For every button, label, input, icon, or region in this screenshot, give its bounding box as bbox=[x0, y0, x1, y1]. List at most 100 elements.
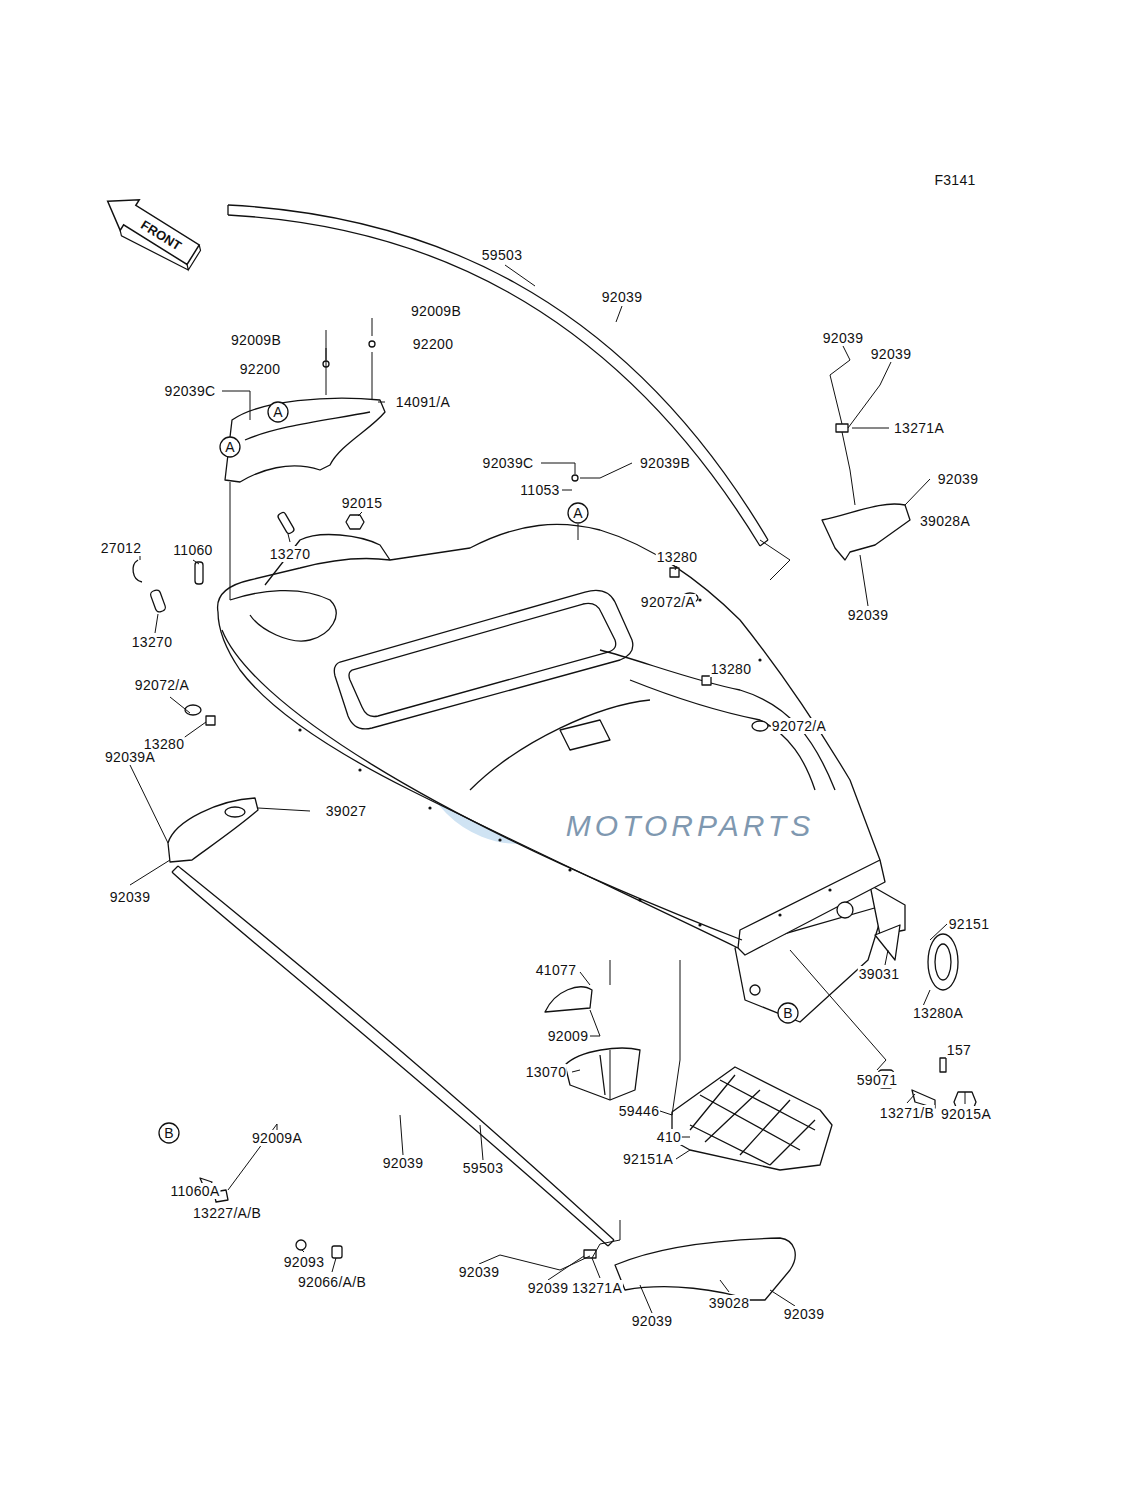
reference-circle: B bbox=[777, 1002, 799, 1024]
front-arrow: FRONT bbox=[95, 183, 205, 272]
leader-lines-part bbox=[720, 1280, 729, 1292]
leader-lines-part bbox=[590, 1010, 600, 1036]
parts-drawing bbox=[133, 341, 976, 1300]
parts-drawing-part bbox=[702, 676, 711, 685]
hull-drawing-part bbox=[349, 603, 616, 716]
leader-lines-part bbox=[480, 1125, 483, 1160]
callout-number: 92009 bbox=[547, 1028, 589, 1044]
callout-number: 92151A bbox=[622, 1151, 674, 1167]
hull-drawing-part bbox=[222, 630, 742, 940]
parts-drawing-part bbox=[836, 424, 848, 432]
leader-lines-part bbox=[592, 1220, 620, 1278]
callout-number: 92009B bbox=[410, 303, 462, 319]
callout-number: F3141 bbox=[933, 172, 976, 188]
callout-number: 92039 bbox=[783, 1306, 825, 1322]
gunwale-rails-part bbox=[228, 215, 760, 546]
callout-number: 11053 bbox=[519, 482, 560, 498]
parts-drawing-part bbox=[150, 589, 167, 613]
hull-rivets-part bbox=[568, 868, 571, 871]
leader-lines-part bbox=[302, 1250, 304, 1252]
leader-lines-part bbox=[326, 348, 372, 400]
callout-number: 27012 bbox=[100, 540, 142, 556]
callout-number: 92009B bbox=[230, 332, 282, 348]
circle-shape bbox=[220, 437, 240, 457]
reference-circle: A bbox=[267, 401, 289, 423]
circle-shape bbox=[159, 1123, 179, 1143]
callout-number: 92039 bbox=[382, 1155, 424, 1171]
hull-rivets bbox=[298, 598, 831, 926]
leader-lines-part bbox=[616, 306, 622, 322]
reference-circle: B bbox=[158, 1122, 180, 1144]
callout-number: 39027 bbox=[325, 803, 367, 819]
hull-rivets-part bbox=[358, 768, 361, 771]
leader-lines-part bbox=[907, 1094, 915, 1103]
leader-lines-part bbox=[572, 1070, 580, 1072]
leader-lines-part bbox=[885, 950, 888, 965]
parts-drawing-part bbox=[369, 341, 375, 347]
leader-lines-part bbox=[140, 556, 141, 560]
leader-lines-part bbox=[155, 614, 158, 633]
callout-number: 59503 bbox=[481, 247, 523, 263]
callout-number: 14091/A bbox=[395, 394, 451, 410]
reference-circle: A bbox=[567, 502, 589, 524]
hull-drawing-part bbox=[218, 524, 885, 955]
leader-lines-part bbox=[326, 318, 372, 360]
hull-rivets-part bbox=[778, 913, 781, 916]
callout-number: 410 bbox=[656, 1129, 682, 1145]
gunwale-rails-part bbox=[172, 872, 608, 1246]
hull-drawing-part bbox=[230, 591, 336, 641]
hull-rivets-part bbox=[638, 898, 641, 901]
callout-number: 59446 bbox=[618, 1103, 660, 1119]
leader-lines-part bbox=[965, 1092, 966, 1104]
parts-drawing-part bbox=[296, 1240, 306, 1250]
callout-number: 92200 bbox=[412, 336, 454, 352]
callout-number: 92200 bbox=[239, 361, 281, 377]
parts-drawing-part bbox=[168, 798, 258, 862]
callout-number: 92039 bbox=[822, 330, 864, 346]
leader-lines-part bbox=[830, 346, 850, 424]
callout-number: 39028A bbox=[919, 513, 971, 529]
parts-drawing-part bbox=[940, 1058, 946, 1072]
parts-drawing-part bbox=[565, 1048, 640, 1100]
leader-lines bbox=[130, 265, 965, 1313]
leader-lines-part bbox=[860, 555, 868, 606]
callout-number: 11060A bbox=[169, 1183, 220, 1199]
callout-number: 13227/A/B bbox=[192, 1205, 262, 1221]
callout-number: 11060 bbox=[172, 542, 213, 558]
leader-lines-part bbox=[770, 1290, 795, 1306]
parts-drawing-part bbox=[225, 398, 385, 482]
callout-number: 92151 bbox=[948, 916, 990, 932]
callout-number: 13271A bbox=[571, 1280, 623, 1296]
leader-lines-part bbox=[170, 697, 190, 713]
callout-number: 92009A bbox=[251, 1130, 303, 1146]
hull-rivets-part bbox=[698, 598, 701, 601]
hull-rivets-part bbox=[698, 923, 701, 926]
callout-number: 92015 bbox=[341, 495, 383, 511]
parts-drawing-part bbox=[332, 1246, 342, 1258]
leader-lines-part bbox=[580, 972, 590, 985]
hull-drawing-part bbox=[334, 590, 633, 728]
leader-lines-part bbox=[505, 265, 535, 286]
parts-drawing-part bbox=[545, 987, 592, 1012]
callout-number: 92039C bbox=[482, 455, 535, 471]
parts-drawing-part bbox=[245, 412, 370, 440]
callout-number: 92039 bbox=[527, 1280, 569, 1296]
callout-number: 13280 bbox=[656, 549, 698, 565]
callout-number: 92039A bbox=[104, 749, 156, 765]
callout-number: 92039 bbox=[870, 346, 912, 362]
callout-number: 92039 bbox=[109, 889, 151, 905]
hull-drawing bbox=[218, 524, 905, 1022]
leader-lines-part bbox=[400, 1115, 403, 1155]
circle-shape bbox=[268, 402, 288, 422]
callout-number: 13280 bbox=[710, 661, 752, 677]
hull-drawing-part bbox=[265, 535, 390, 585]
reference-letter: B bbox=[777, 1002, 799, 1021]
hull-drawing-part bbox=[600, 650, 835, 790]
hull-rivets-part bbox=[828, 888, 831, 891]
parts-drawing-part bbox=[672, 1067, 832, 1170]
parts-drawing-part bbox=[185, 705, 201, 715]
callout-number: 13271/B bbox=[879, 1105, 935, 1121]
leader-lines-part bbox=[660, 960, 680, 1115]
leader-lines-part bbox=[852, 428, 889, 429]
gunwale-rails bbox=[172, 205, 768, 1246]
